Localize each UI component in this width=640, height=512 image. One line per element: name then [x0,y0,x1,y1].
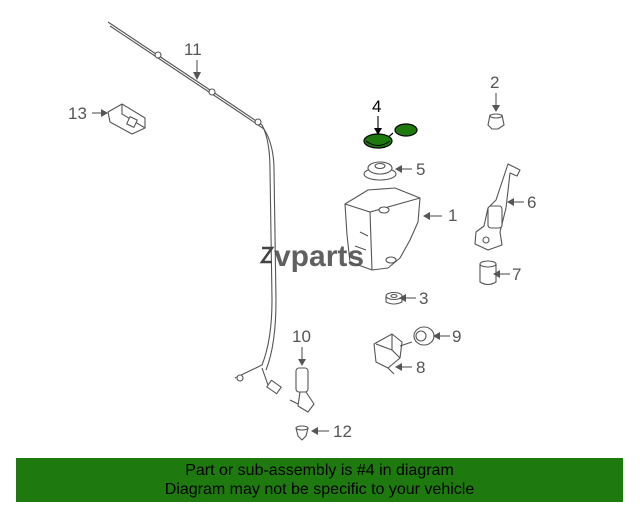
watermark: vparts [259,240,364,273]
part-11-clip[interactable] [295,425,309,441]
callout-label-10: 10 [292,327,311,346]
part-8-washer-pump[interactable] [373,333,413,375]
part-2-grommet[interactable] [487,113,505,130]
callout-4: 4 [372,97,382,135]
callout-label-4: 4 [372,97,381,116]
callout-10: 10 [292,327,311,366]
part-5-filler-neck[interactable] [363,161,397,181]
callout-11: 12 [311,422,352,441]
callout-label-1: 1 [448,206,457,225]
callout-7: 7 [493,265,521,284]
callout-label-2: 2 [490,73,499,92]
callout-9: 9 [433,327,461,346]
callout-label-9: 9 [452,327,461,346]
callout-3: 3 [399,289,428,308]
callout-2: 2 [490,73,500,112]
part-6-bracket[interactable] [474,163,521,251]
part-9-seal[interactable] [413,326,435,346]
callout-8: 8 [395,358,425,377]
watermark-text: vparts [274,240,364,273]
callout-1: 1 [423,206,457,225]
callout-label-7: 7 [512,265,521,284]
part-4-reservoir-cap[interactable] [363,123,418,149]
callout-label-3: 3 [419,289,428,308]
callout-label-5: 5 [416,160,425,179]
part-10-washer-nozzle[interactable] [289,367,315,413]
callout-label-12: 11 [184,40,202,59]
part-13-clip[interactable] [107,103,146,135]
callout-6: 6 [507,193,536,212]
parts-diagram: 11 13 2 4 5 [68,21,536,441]
info-banner: Part or sub-assembly is #4 in diagram Di… [16,458,623,502]
part-3-grommet[interactable] [385,291,403,305]
callout-12: 11 [184,40,202,80]
callout-label-8: 8 [416,358,425,377]
callout-label-6: 6 [527,193,536,212]
callout-label-11: 12 [333,422,352,441]
part-1-washer-reservoir[interactable] [344,187,421,271]
callout-5: 5 [395,160,425,179]
banner-line-2: Diagram may not be specific to your vehi… [164,481,475,498]
callout-13: 13 [68,104,108,123]
part-7-sleeve[interactable] [479,260,497,286]
part-12-washer-hose[interactable] [107,21,282,395]
banner-line-1: Part or sub-assembly is #4 in diagram [185,462,454,479]
callout-label-13: 13 [68,104,87,123]
